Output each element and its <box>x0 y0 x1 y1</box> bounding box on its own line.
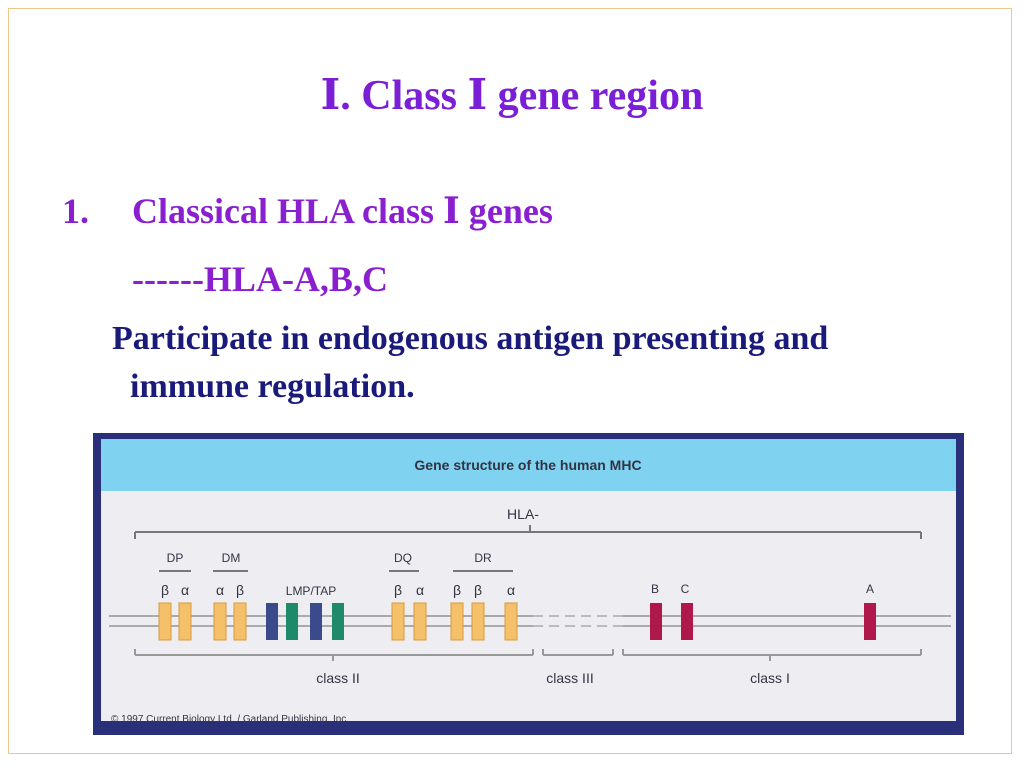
hla-b-gene <box>650 603 662 640</box>
dp-label: DP <box>167 551 184 565</box>
list-item-line-1: Classical HLA class Ⅰ genes <box>132 191 553 231</box>
mhc-gene-figure: Gene structure of the human MHC HLA- DP … <box>93 433 964 735</box>
dp-beta-label: β <box>161 582 169 598</box>
dm-label: DM <box>222 551 241 565</box>
dm-alpha-label: α <box>216 582 224 598</box>
figure-header-text: Gene structure of the human MHC <box>414 457 641 473</box>
lmp-gene-1 <box>266 603 278 640</box>
dr-label: DR <box>474 551 492 565</box>
dq-alpha-gene <box>413 602 427 641</box>
dp-beta-gene <box>158 602 172 641</box>
dm-beta-gene <box>233 602 247 641</box>
list-item-line-2: ------HLA-A,B,C <box>132 259 388 299</box>
dr-alpha-label: α <box>507 582 515 598</box>
list-number: 1. <box>62 191 89 231</box>
hla-label: HLA- <box>507 506 539 522</box>
dq-beta-gene <box>391 602 405 641</box>
hla-a-label: A <box>866 582 874 596</box>
figure-copyright: © 1997 Current Biology Ltd. / Garland Pu… <box>111 714 349 725</box>
lmp-tap-label: LMP/TAP <box>286 584 336 598</box>
dr-beta1-gene <box>450 602 464 641</box>
dq-beta-label: β <box>394 582 402 598</box>
tap-gene-1 <box>286 603 298 640</box>
dp-alpha-gene <box>178 602 192 641</box>
description-line-2: immune regulation. <box>130 368 415 405</box>
figure-header-bar <box>101 439 956 491</box>
description-line-1: Participate in endogenous antigen presen… <box>112 320 829 357</box>
hla-c-label: C <box>681 582 690 596</box>
dm-alpha-gene <box>213 602 227 641</box>
dr-beta2-label: β <box>474 582 482 598</box>
dq-label: DQ <box>394 551 412 565</box>
dr-beta2-gene <box>471 602 485 641</box>
hla-c-gene <box>681 603 693 640</box>
hla-a-gene <box>864 603 876 640</box>
dq-alpha-label: α <box>416 582 424 598</box>
slide-frame <box>8 8 1012 754</box>
class1-label: class I <box>750 670 790 686</box>
hla-b-label: B <box>651 582 659 596</box>
dr-alpha-gene <box>504 602 518 641</box>
dm-beta-label: β <box>236 582 244 598</box>
class2-label: class II <box>316 670 360 686</box>
tap-gene-2 <box>332 603 344 640</box>
dp-alpha-label: α <box>181 582 189 598</box>
class3-label: class III <box>546 670 593 686</box>
slide-title: Ⅰ. Class Ⅰ gene region <box>320 73 704 119</box>
dr-beta1-label: β <box>453 582 461 598</box>
lmp-gene-2 <box>310 603 322 640</box>
mhc-diagram: Gene structure of the human MHC HLA- DP … <box>93 433 964 735</box>
